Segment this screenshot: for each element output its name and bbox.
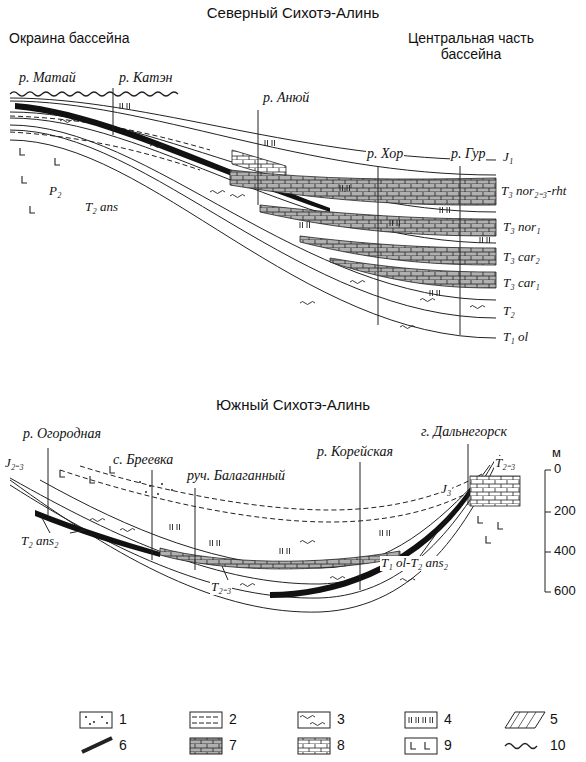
legend-number: 3 (336, 711, 346, 727)
legend-number: 7 (228, 737, 238, 753)
map-label: J₂₋₃ (4, 456, 25, 471)
legend-number: 2 (228, 711, 238, 727)
scale-label: 400 (553, 544, 577, 559)
map-label: р. Анюй (262, 90, 310, 106)
section-title: Северный Сихотэ-Алинь (206, 4, 381, 21)
map-label: Окраина бассейна (8, 30, 130, 46)
legend-number: 8 (336, 737, 346, 753)
map-label: P₂ (48, 184, 62, 199)
map-label: T₃ car₂ (502, 250, 541, 265)
map-label: T₂ ans₂ (20, 534, 60, 549)
map-label: руч. Балаганный (186, 468, 286, 484)
map-label: р. Корейская (316, 444, 394, 460)
legend-number: 9 (443, 737, 453, 753)
map-label: T₁ ol (502, 330, 529, 345)
map-label: г. Дальнегорск (420, 424, 508, 440)
map-label: J₃ (440, 482, 452, 497)
map-label: T₃ car₁ (502, 276, 541, 291)
map-label: T₂₋₃ (494, 456, 516, 471)
map-label: р. Огородная (22, 426, 102, 442)
map-label: T₂ (502, 304, 516, 319)
legend-number: 6 (118, 737, 128, 753)
map-label: Центральная часть бассейна (390, 30, 552, 62)
map-label: T₂₋₃ (210, 580, 232, 595)
scale-label: м (551, 446, 562, 461)
legend-number: 4 (443, 711, 453, 727)
legend-number: 5 (549, 711, 559, 727)
map-label: T₃ nor₁ (502, 220, 542, 235)
map-label: р. Гур (450, 146, 486, 162)
map-label: с. Бреевка (112, 452, 174, 468)
map-label: T₂ ans (84, 200, 119, 215)
map-label: р. Хор (366, 146, 404, 162)
scale-label: 200 (553, 504, 577, 519)
map-label: T₃ nor₂₋₃-rht (500, 184, 567, 199)
scale-label: 600 (553, 584, 577, 599)
legend-number: 1 (118, 711, 128, 727)
section-title: Южный Сихотэ-Алинь (215, 396, 371, 413)
map-label: р. Матай (18, 70, 77, 86)
map-label: T₁ ol-T₂ ans₂ (380, 556, 449, 571)
legend-number: 10 (549, 737, 567, 753)
map-label: р. Катэн (118, 70, 174, 86)
map-label: J₁ (502, 150, 514, 165)
scale-label: 0 (553, 462, 562, 477)
